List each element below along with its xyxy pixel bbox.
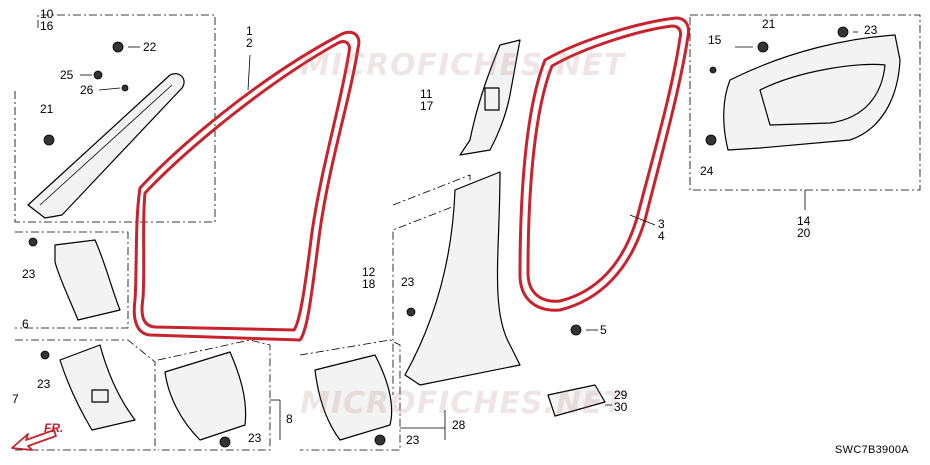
callout-15: 15	[708, 33, 722, 47]
callout-28: 28	[452, 418, 466, 432]
diagram-code: SWC7B3900A	[835, 444, 909, 456]
clips	[28, 26, 849, 448]
watermark-bottom: MICROFICHES.NET	[300, 386, 625, 421]
callout-21-left: 21	[40, 102, 54, 116]
callout-23-left: 23	[22, 267, 36, 281]
callout-25: 25	[60, 68, 74, 82]
b-pillar-upper-trim	[459, 39, 521, 156]
front-door-weatherstrip	[132, 30, 361, 342]
callout-6: 6	[22, 317, 29, 331]
callout-21-right: 21	[762, 17, 776, 31]
side-sill-garnish-8	[164, 351, 247, 441]
a-pillar-garnish	[27, 73, 185, 219]
kick-panel-7	[59, 344, 136, 431]
callout-23-right: 23	[864, 23, 878, 37]
callout-7: 7	[12, 392, 19, 406]
leader-lines	[80, 31, 858, 440]
side-sill-garnish-28	[314, 354, 393, 441]
b-pillar-lower-trim	[404, 171, 521, 386]
front-direction-label: FR.	[44, 421, 64, 435]
callout-24: 24	[700, 164, 714, 178]
step-garnish	[547, 384, 606, 417]
rear-quarter-trim	[723, 34, 901, 151]
kick-panel-6	[54, 239, 121, 321]
callout-22: 22	[143, 40, 157, 54]
front-direction-arrow-icon	[11, 429, 57, 451]
callout-23-lower-left: 23	[37, 377, 51, 391]
callout-23-mid: 23	[401, 275, 415, 289]
watermark-top: MICROFICHES.NET	[300, 48, 625, 83]
callout-8: 8	[286, 412, 293, 426]
callout-23-bottom-28: 23	[406, 433, 420, 447]
callout-26: 26	[80, 83, 94, 97]
callout-5: 5	[600, 323, 607, 337]
callout-23-bottom-8: 23	[248, 431, 262, 445]
